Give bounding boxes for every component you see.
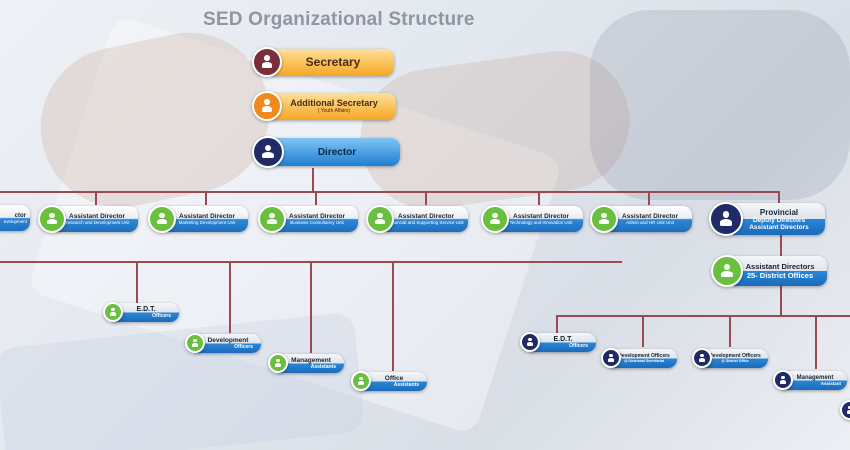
person-icon xyxy=(601,348,621,368)
drop-line xyxy=(205,191,207,205)
person-icon xyxy=(481,205,509,233)
sleeve-shape xyxy=(590,10,850,200)
provincial-node: Provincial Deputy Directors Assistant Di… xyxy=(709,202,825,236)
officer-node: Development Officers xyxy=(185,333,261,353)
secretary-node: Secretary xyxy=(252,47,394,77)
officer-drop-line xyxy=(136,261,138,303)
provincial-title: Provincial xyxy=(759,207,799,217)
person-icon xyxy=(351,371,371,391)
person-icon xyxy=(692,348,712,368)
person-icon xyxy=(252,136,284,168)
officer-drop-line xyxy=(310,261,312,353)
district-title: Assistant Directors xyxy=(745,262,815,271)
drop-line xyxy=(648,191,650,205)
officer-node: E.D.T. Officers xyxy=(520,332,596,352)
additional-secretary-label: Additional Secretary xyxy=(290,98,378,108)
officer-node: Management Assistant xyxy=(773,370,847,390)
director-label: Director xyxy=(317,146,357,158)
secretary-label: Secretary xyxy=(305,55,361,69)
provincial-connector xyxy=(780,234,782,256)
person-icon xyxy=(268,353,288,373)
assistant-director-node: Assistant Director Business Consultancy … xyxy=(258,205,358,233)
drop-line xyxy=(425,191,427,205)
district-horizontal-line xyxy=(556,315,850,317)
assistant-director-node: Assistant Director Research and Developm… xyxy=(38,205,138,233)
person-icon xyxy=(590,205,618,233)
director-connector xyxy=(312,168,314,192)
district-drop-line xyxy=(642,315,644,347)
assistant-director-node: Assistant Director Financial and Support… xyxy=(366,205,468,233)
person-icon xyxy=(709,202,743,236)
person-icon xyxy=(773,370,793,390)
person-icon xyxy=(258,205,286,233)
main-horizontal-line xyxy=(0,191,780,193)
district-drop-line xyxy=(556,315,558,333)
additional-secretary-sub: ( Youth Affairs) xyxy=(317,108,351,114)
assistant-director-node: Assistant Director Technology and Innova… xyxy=(481,205,583,233)
district-drop-line xyxy=(815,315,817,369)
district-drop-line xyxy=(729,315,731,347)
additional-secretary-node: Additional Secretary ( Youth Affairs) xyxy=(252,91,396,121)
drop-line xyxy=(315,191,317,205)
assistant-director-node: ctor evelopment xyxy=(0,205,30,231)
person-icon xyxy=(148,205,176,233)
drop-line xyxy=(95,191,97,205)
drop-line xyxy=(778,191,780,203)
person-icon xyxy=(38,205,66,233)
assistant-director-node: Assistant Director Marketing Development… xyxy=(148,205,248,233)
officer-node: E.D.T. Officers xyxy=(103,302,179,322)
person-icon xyxy=(103,302,123,322)
person-icon xyxy=(252,91,282,121)
person-icon xyxy=(366,205,394,233)
district-subtitle: 25- District Offices xyxy=(746,271,814,280)
person-icon xyxy=(840,400,850,420)
page-title: SED Organizational Structure xyxy=(203,9,475,30)
officer-node: Management Assistants xyxy=(268,353,344,373)
officer-node: Development Officers @ Divisional Secret… xyxy=(601,348,677,368)
drop-line xyxy=(538,191,540,205)
person-icon xyxy=(185,333,205,353)
district-node: Assistant Directors 25- District Offices xyxy=(711,255,827,287)
officer-drop-line xyxy=(392,261,394,371)
officer-node: Office Assistants xyxy=(351,371,427,391)
director-node: Director xyxy=(252,136,400,168)
officer-node: Development Officers @ District Office xyxy=(692,348,768,368)
person-icon xyxy=(520,332,540,352)
officer-drop-line xyxy=(229,261,231,333)
person-icon xyxy=(252,47,282,77)
assistant-director-node: Assistant Director Admin and HR Unit Uni… xyxy=(590,205,692,233)
district-connector xyxy=(780,285,782,316)
person-icon xyxy=(711,255,743,287)
